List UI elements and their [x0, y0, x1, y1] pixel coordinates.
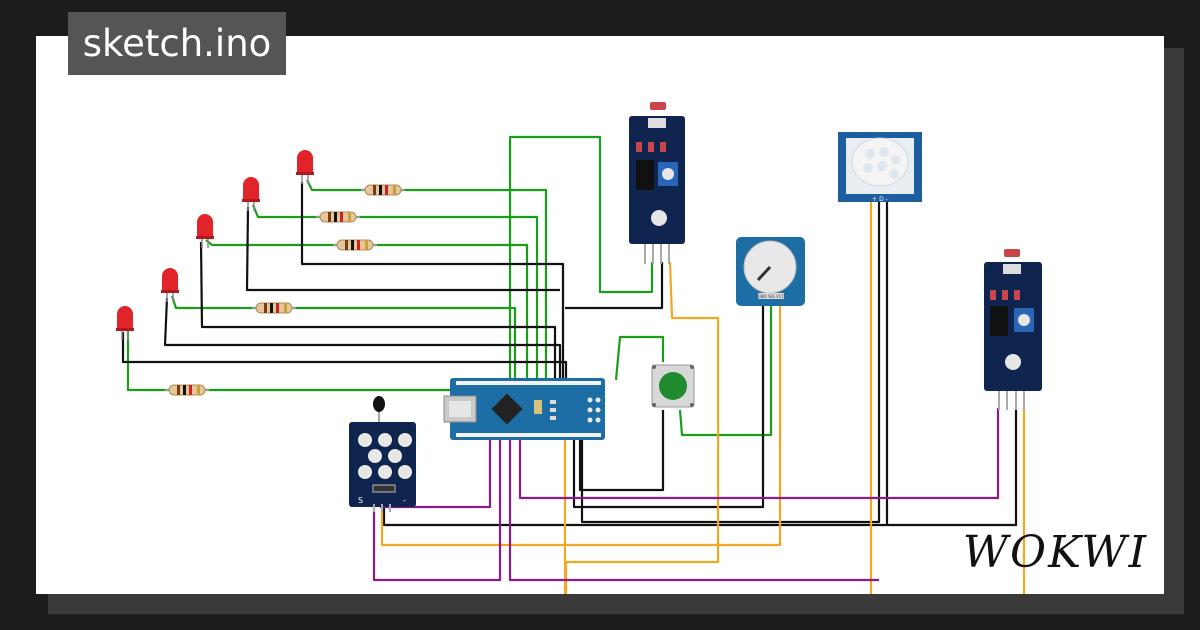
led-5 [296, 150, 314, 184]
ir-s-label: S [358, 496, 363, 505]
ir-minus-label: - [403, 496, 406, 505]
pir-pin-label: + D - [872, 196, 888, 203]
black-wires [121, 182, 1018, 527]
wires [121, 135, 1026, 594]
wire-black-ldr1 [565, 262, 664, 310]
wire-black-led1 [121, 332, 568, 380]
ldr-module-2[interactable] [984, 249, 1042, 410]
resistors [165, 184, 405, 396]
wire-purple-ldr2 [518, 408, 1000, 500]
led-1 [116, 306, 134, 340]
wire-black-led5 [300, 182, 565, 380]
wire-purple-pir [380, 440, 492, 509]
wire-orange-pot [380, 302, 782, 547]
wire-green-led3 [205, 239, 529, 380]
wire-black-button [578, 410, 665, 492]
wire-purple-ir [372, 440, 502, 582]
wire-black-led2 [163, 297, 562, 380]
resistor-4 [316, 211, 360, 223]
wire-black-led3 [199, 241, 557, 380]
pushbutton[interactable] [651, 364, 695, 408]
wire-green-led4 [251, 204, 539, 380]
pot-pin-label: GND SIG VCC [758, 294, 785, 299]
wire-black-pir [580, 200, 881, 524]
wire-purple-a2 [508, 440, 879, 582]
wire-black-pot [572, 302, 765, 509]
resistor-5 [361, 184, 405, 196]
led-3 [196, 214, 214, 248]
resistor-3 [333, 239, 377, 251]
wokwi-logo: WOKWI [962, 527, 1148, 578]
led-2 [161, 268, 179, 302]
resistor-2 [252, 302, 296, 314]
wire-green-ldr1 [508, 135, 654, 380]
orange-wires [380, 200, 1026, 594]
pir-sensor[interactable] [838, 132, 922, 202]
ldr-module-1[interactable] [629, 102, 685, 264]
led-4 [242, 177, 260, 211]
purple-wires [372, 408, 1000, 582]
wire-green-pot [678, 302, 773, 437]
sketch-name-label[interactable]: sketch.ino [68, 12, 286, 75]
wire-green-led1 [126, 330, 455, 392]
wire-black-ir [382, 408, 1018, 527]
wire-green-button [614, 335, 665, 381]
potentiometer[interactable] [736, 237, 805, 306]
wire-green-led2 [170, 295, 517, 380]
ir-receiver[interactable] [349, 396, 416, 512]
wire-black-led4 [245, 206, 560, 292]
resistor-1 [165, 384, 209, 396]
circuit-diagram: + D - GND SIG VCC S - [116, 102, 1042, 594]
wire-green-led5 [306, 179, 548, 380]
leds [116, 150, 314, 340]
arduino-nano[interactable] [443, 378, 605, 440]
diagram-canvas[interactable]: + D - GND SIG VCC S - [36, 36, 1164, 594]
